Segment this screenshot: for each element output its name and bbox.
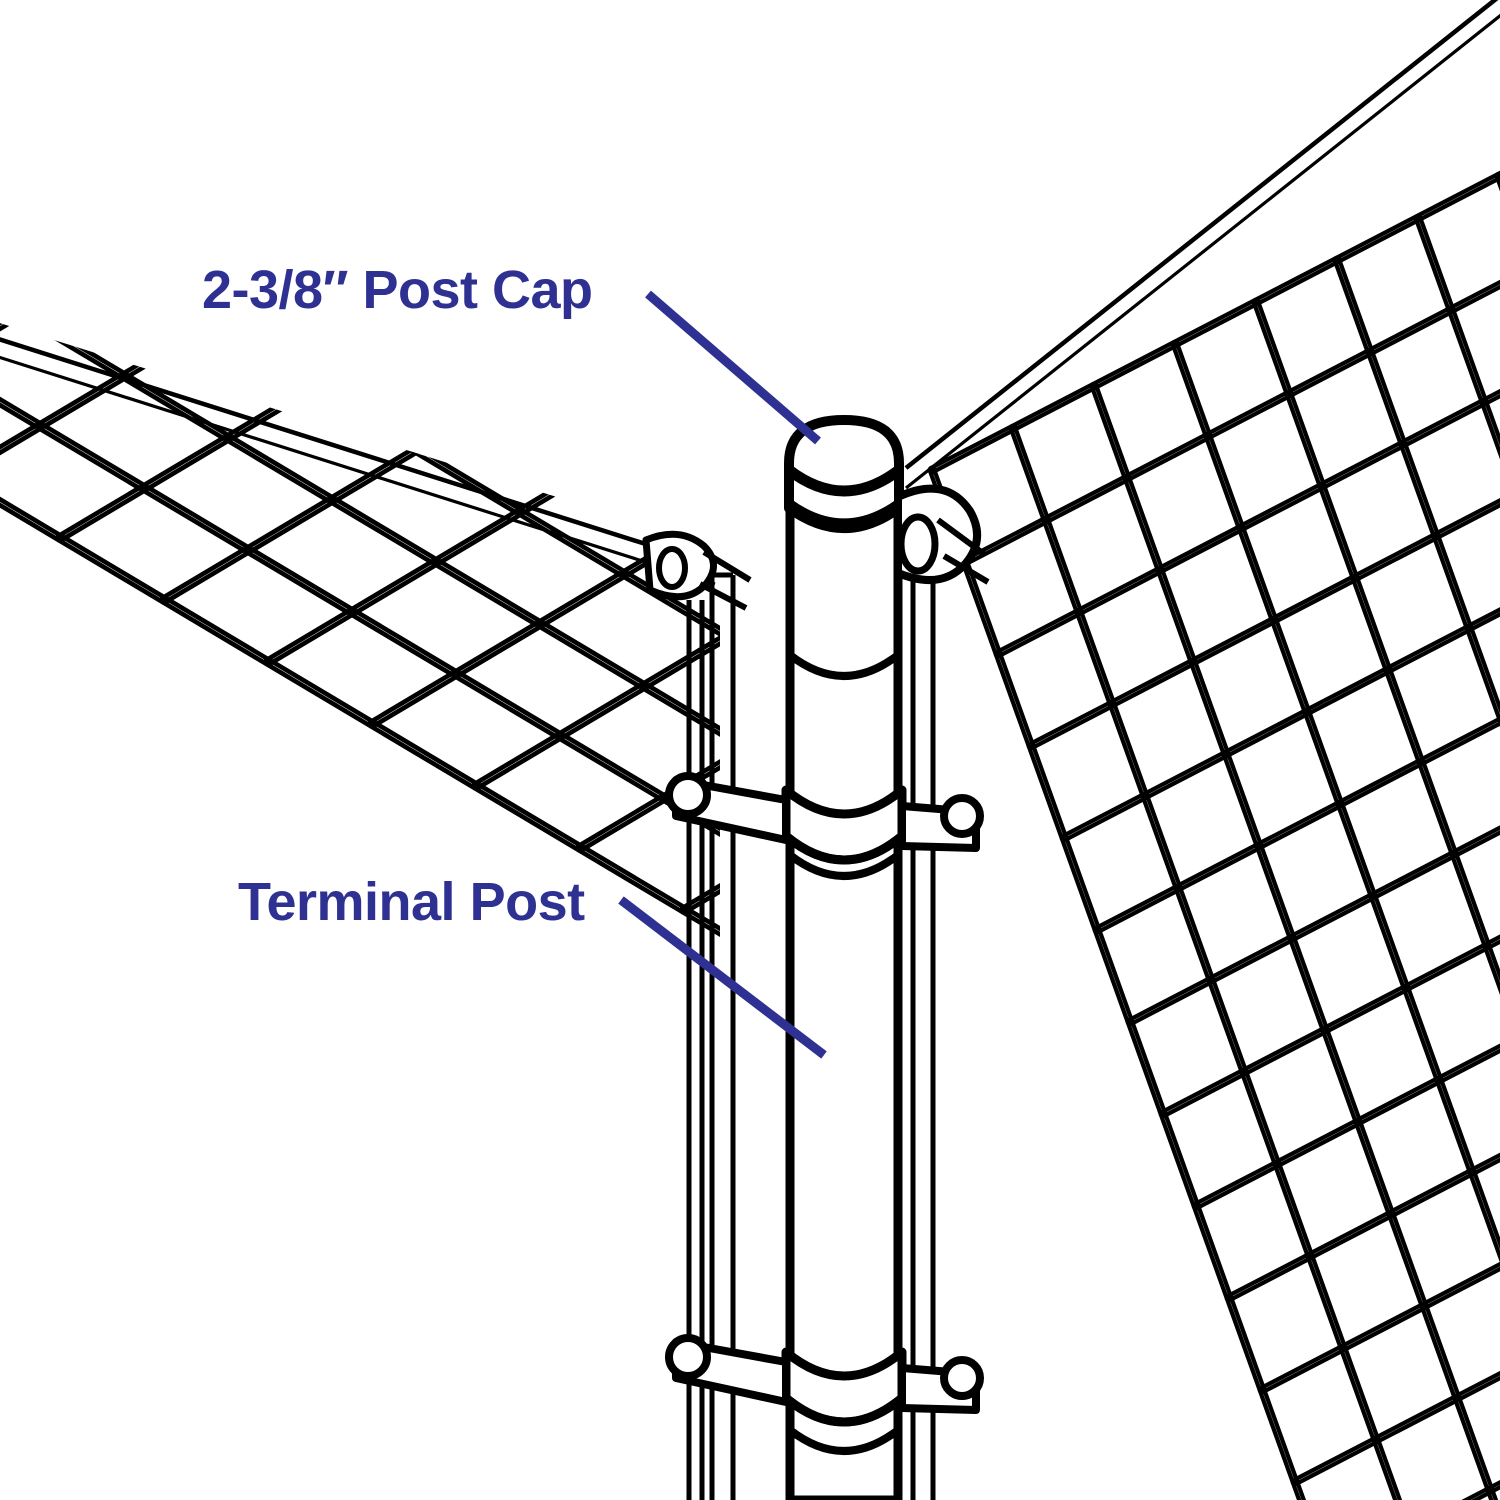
leader-post-cap bbox=[645, 290, 821, 445]
top-rail-right bbox=[904, 0, 1500, 490]
terminal-post bbox=[785, 465, 903, 1500]
callout-label-terminal-post: Terminal Post bbox=[238, 872, 585, 932]
post-cap bbox=[784, 415, 904, 533]
mesh-right bbox=[927, 0, 1500, 1500]
tension-band-lower bbox=[665, 1334, 984, 1427]
callout-label-post-cap: 2-3/8″ Post Cap bbox=[202, 260, 593, 320]
rail-end-cup-left bbox=[642, 530, 752, 611]
tension-band-upper bbox=[665, 772, 984, 865]
leader-terminal-post bbox=[618, 896, 827, 1059]
top-rail-left bbox=[0, 337, 716, 586]
rail-end-cup bbox=[894, 484, 990, 585]
callout-leaders bbox=[618, 290, 827, 1059]
